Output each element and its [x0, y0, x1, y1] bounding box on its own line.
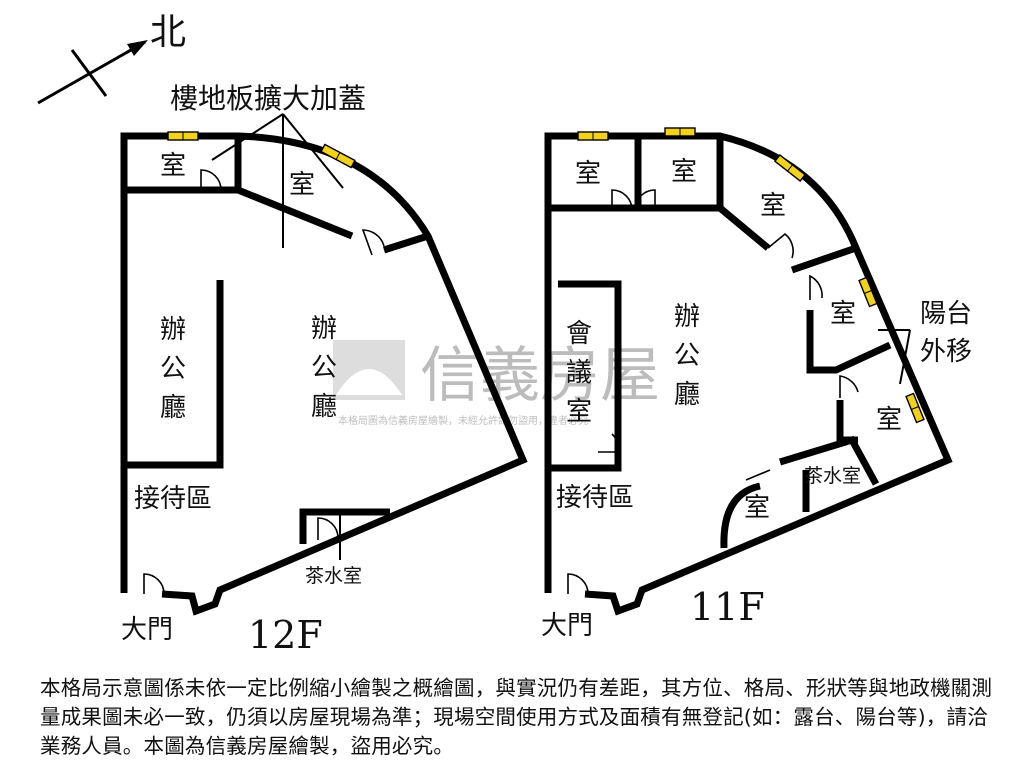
- floor-12f-plan: 室 室 辦 公 廳 辦 公 廳 接待區 茶水室 大門 12F: [120, 131, 528, 657]
- 11f-room-a: 室: [575, 159, 601, 189]
- svg-text:公: 公: [674, 341, 700, 371]
- 11f-entrance: 大門: [541, 611, 593, 641]
- 12f-office-main: 辦 公 廳: [311, 314, 337, 422]
- svg-text:公: 公: [311, 353, 337, 383]
- svg-text:議: 議: [566, 358, 592, 388]
- svg-text:辦: 辦: [160, 315, 186, 345]
- 11f-room-d: 室: [830, 299, 856, 329]
- 11f-room-e: 室: [876, 405, 902, 435]
- svg-text:會: 會: [566, 319, 592, 349]
- 11f-room-c: 室: [760, 191, 786, 221]
- svg-text:公: 公: [160, 354, 186, 384]
- 12f-reception: 接待區: [134, 484, 212, 514]
- 12f-room-corner: 室: [289, 170, 315, 200]
- balcony-annotation-line2: 外移: [920, 337, 972, 367]
- floor-plan-drawing: 信義房屋 本格局圖為信義房屋繪製，未經允許請勿盜用，違者必究 北 樓地板擴大加蓋: [37, 12, 972, 657]
- svg-text:廳: 廳: [160, 393, 186, 423]
- svg-text:廳: 廳: [311, 392, 337, 422]
- 11f-floor-label: 11F: [690, 585, 765, 629]
- watermark-notice: 本格局圖為信義房屋繪製，未經允許請勿盜用，違者必究: [338, 414, 588, 427]
- 12f-floor-label: 12F: [248, 613, 323, 657]
- 12f-entrance: 大門: [121, 615, 173, 645]
- svg-text:辦: 辦: [674, 302, 700, 332]
- 11f-room-b: 室: [671, 157, 697, 187]
- svg-text:辦: 辦: [311, 314, 337, 344]
- extension-annotation: 樓地板擴大加蓋: [170, 82, 366, 115]
- 12f-room-small-left: 室: [160, 151, 186, 181]
- balcony-annotation-line1: 陽台: [920, 299, 972, 329]
- watermark-brand: 信義房屋: [420, 341, 660, 411]
- 11f-office-main: 辦 公 廳: [674, 302, 700, 410]
- 12f-tea-room: 茶水室: [305, 565, 362, 587]
- disclaimer-text: 本格局示意圖係未依一定比例縮小繪製之概繪圖，與實況仍有差距，其方位、格局、形狀等…: [40, 676, 993, 758]
- north-arrow-icon: [37, 40, 148, 105]
- 11f-room-f: 室: [744, 493, 770, 523]
- watermark-logo-icon: [333, 340, 405, 400]
- floor-11f-plan: 室 室 室 室 室 室 會 議 室 辦 公 廳 接待區 茶水室 大門 11F: [541, 127, 953, 641]
- watermark: 信義房屋 本格局圖為信義房屋繪製，未經允許請勿盜用，違者必究: [333, 340, 660, 427]
- svg-text:室: 室: [566, 397, 592, 427]
- 11f-meeting-room: 會 議 室: [566, 319, 592, 427]
- svg-text:廳: 廳: [674, 380, 700, 410]
- 12f-office-left: 辦 公 廳: [160, 315, 186, 423]
- north-label: 北: [150, 12, 186, 53]
- 11f-tea-room: 茶水室: [804, 465, 861, 487]
- 11f-reception: 接待區: [556, 483, 634, 513]
